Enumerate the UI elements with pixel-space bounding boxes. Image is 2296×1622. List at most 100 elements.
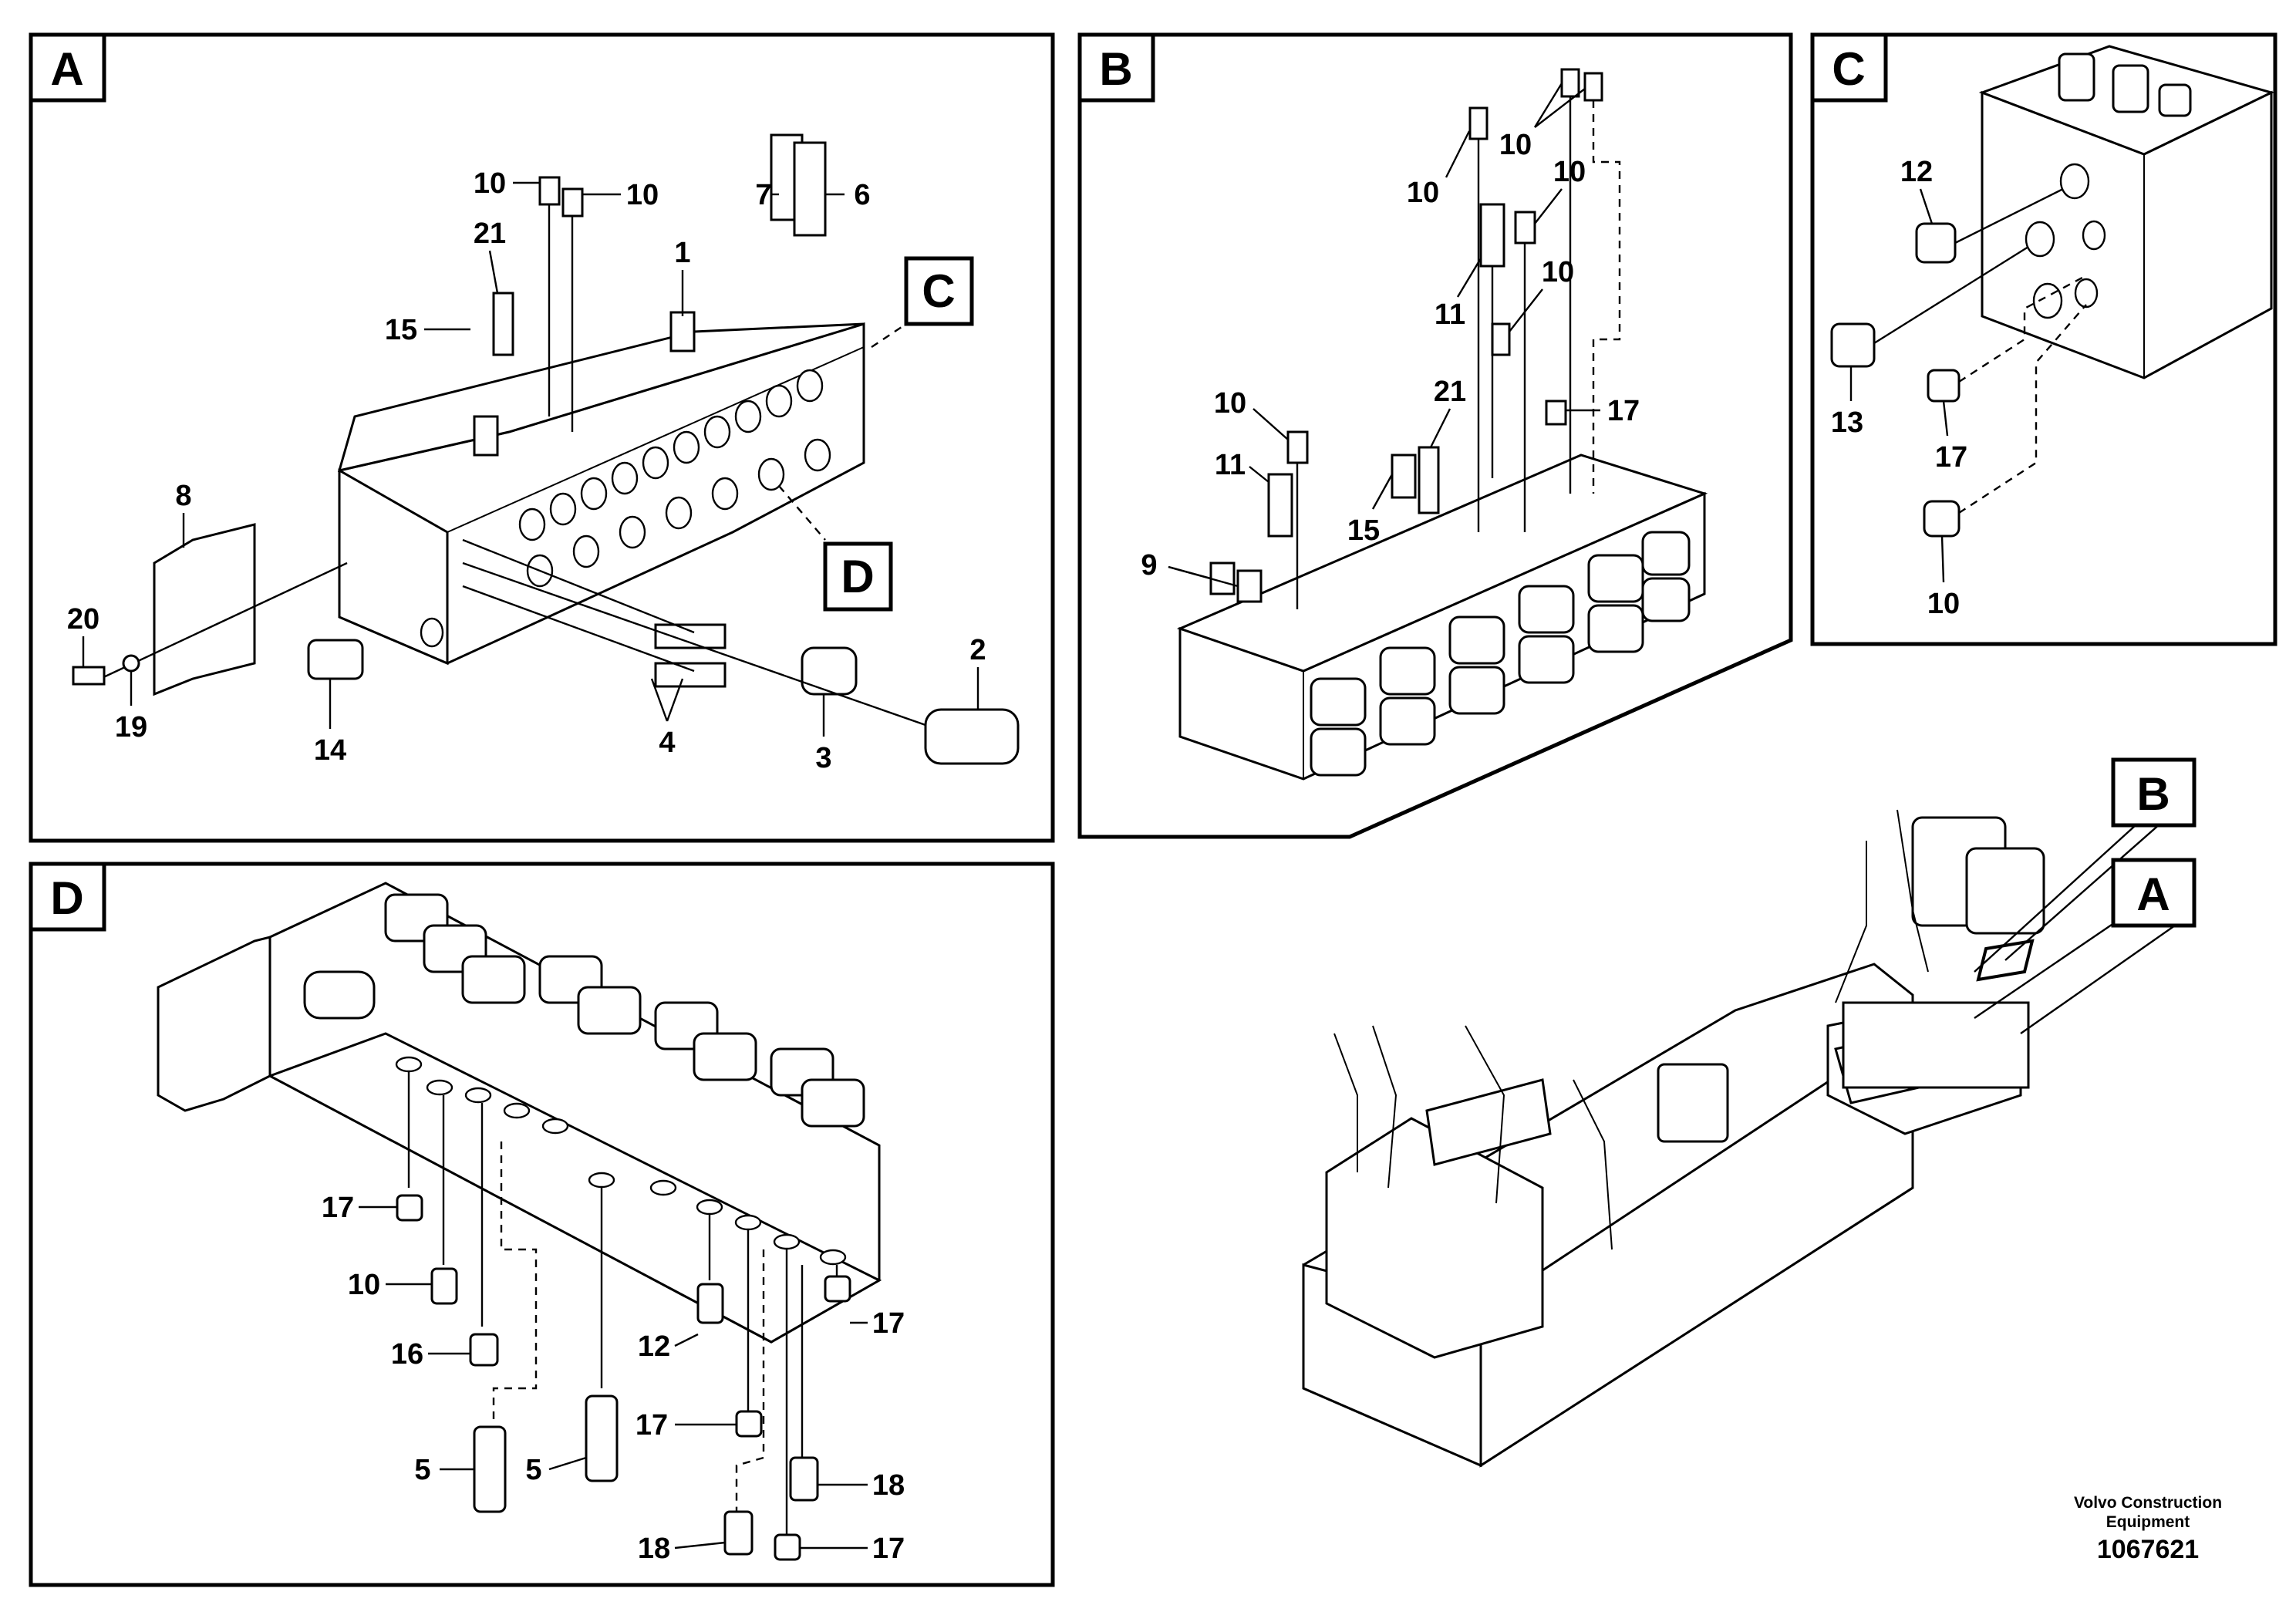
callout-b-10d: 10 bbox=[1542, 256, 1574, 288]
panel-b-fitting-10b1 bbox=[1560, 68, 1580, 98]
callout-6: 6 bbox=[854, 179, 870, 211]
panel-a-fitting-21 bbox=[492, 292, 514, 356]
callout-2: 2 bbox=[969, 634, 986, 666]
panel-a-solenoid-2 bbox=[924, 708, 1020, 765]
panel-b-letter-box bbox=[1077, 32, 1155, 103]
panel-d-fitting-18a bbox=[723, 1510, 754, 1556]
callout-3: 3 bbox=[815, 742, 831, 774]
panel-a-coil-3 bbox=[801, 646, 858, 696]
panel-a-bracket bbox=[153, 523, 256, 696]
callout-c-17: 17 bbox=[1935, 441, 1967, 474]
callout-20: 20 bbox=[67, 603, 99, 636]
callout-d-12: 12 bbox=[638, 1330, 670, 1363]
panel-b-letter: B bbox=[1099, 43, 1132, 95]
panel-d-letter: D bbox=[50, 872, 83, 924]
panel-d-plug-17a bbox=[396, 1194, 423, 1222]
panel-a-relief-valve-6 bbox=[793, 141, 827, 237]
panel-d-plug-17c bbox=[774, 1533, 801, 1561]
callout-10a: 10 bbox=[474, 167, 506, 200]
callout-d-5a: 5 bbox=[414, 1454, 430, 1486]
panel-b-elbow-9b bbox=[1236, 569, 1263, 603]
callout-d-17b: 17 bbox=[636, 1409, 668, 1442]
panel-a: A bbox=[29, 32, 1055, 843]
panel-b-fitting-10e bbox=[1286, 430, 1309, 464]
callout-b-15: 15 bbox=[1347, 514, 1380, 547]
panel-b-frame bbox=[1077, 32, 1793, 839]
callout-15: 15 bbox=[385, 314, 417, 346]
callout-b-10b: 10 bbox=[1499, 129, 1532, 161]
footer-brand-line1: Volvo Construction bbox=[2074, 1494, 2222, 1512]
panel-c-frame bbox=[1810, 32, 2277, 646]
panel-d-fitting-12 bbox=[696, 1283, 724, 1324]
panel-a-screw-20 bbox=[72, 666, 106, 686]
panel-a-ref-d: D bbox=[841, 551, 874, 602]
panel-a-ref-c: C bbox=[922, 265, 955, 317]
callout-b-10c: 10 bbox=[1553, 156, 1586, 188]
panel-a-elbow-14 bbox=[307, 639, 364, 680]
panel-d-fitting-18b bbox=[789, 1456, 819, 1502]
panel-b-fitting-10a bbox=[1468, 106, 1489, 140]
callout-d-17a: 17 bbox=[322, 1192, 354, 1224]
panel-c-valve-block bbox=[1978, 45, 2275, 379]
callout-8: 8 bbox=[175, 480, 191, 512]
footer: Volvo Construction Equipment 1067621 bbox=[2074, 1494, 2222, 1564]
callout-b-11b: 11 bbox=[1215, 449, 1246, 481]
callout-c-13: 13 bbox=[1831, 406, 1863, 439]
panel-b-tube-11b bbox=[1267, 473, 1293, 538]
panel-c-fitting-12 bbox=[1915, 222, 1957, 264]
overview-label-b-box bbox=[2111, 757, 2197, 828]
panel-b-elbow-9a bbox=[1209, 561, 1236, 595]
panel-a-frame bbox=[29, 32, 1055, 843]
panel-a-fitting-15 bbox=[473, 415, 499, 457]
panel-a-fitting-10b bbox=[561, 187, 584, 218]
panel-c-fitting-13 bbox=[1830, 322, 1876, 368]
callout-d-18b: 18 bbox=[872, 1469, 905, 1502]
panel-a-valve-block bbox=[337, 322, 865, 666]
panel-d: D bbox=[29, 862, 1055, 1587]
callout-b-9: 9 bbox=[1141, 549, 1157, 582]
callout-d-5b: 5 bbox=[525, 1454, 541, 1486]
callout-d-10: 10 bbox=[348, 1269, 380, 1301]
overview-label-a: A bbox=[2136, 868, 2170, 920]
panel-b-fitting-21 bbox=[1418, 446, 1440, 514]
panel-a-ref-c-box bbox=[904, 256, 974, 326]
callout-c-12: 12 bbox=[1900, 156, 1933, 188]
panel-c-letter: C bbox=[1832, 43, 1865, 95]
callout-b-11a: 11 bbox=[1435, 298, 1465, 331]
overview-label-b: B bbox=[2136, 768, 2170, 820]
callout-d-16: 16 bbox=[391, 1338, 423, 1371]
panel-d-cartridge-5a bbox=[473, 1425, 507, 1513]
panel-a-washer-19 bbox=[122, 654, 140, 673]
panel-b-solenoids bbox=[1310, 531, 1691, 777]
panel-a-connector-4a bbox=[654, 623, 727, 649]
panel-b-valve-block bbox=[1176, 454, 1708, 781]
panel-c: C 12 13 17 10 bbox=[1810, 32, 2277, 646]
footer-brand-line2: Equipment bbox=[2106, 1513, 2190, 1531]
overview-valve-block-highlight bbox=[1842, 1001, 2030, 1089]
panel-b-plug-17 bbox=[1545, 400, 1567, 426]
panel-c-plug-17 bbox=[1927, 369, 1961, 403]
callout-4: 4 bbox=[659, 727, 675, 759]
panel-b-tube-11a bbox=[1479, 203, 1505, 268]
panel-d-plug-16 bbox=[469, 1333, 499, 1367]
panel-a-plug-1 bbox=[669, 311, 696, 352]
callout-19: 19 bbox=[115, 711, 147, 744]
panel-a-connector-4b bbox=[654, 662, 727, 688]
panel-d-plug-17b bbox=[735, 1410, 763, 1438]
panel-d-frame bbox=[29, 862, 1055, 1587]
panel-c-letter-box bbox=[1810, 32, 1888, 103]
panel-b-fitting-10c bbox=[1514, 211, 1536, 244]
callout-10b: 10 bbox=[626, 179, 659, 211]
overview-label-a-box bbox=[2111, 858, 2197, 928]
callout-b-21: 21 bbox=[1434, 376, 1466, 408]
panel-d-fitting-10 bbox=[430, 1267, 458, 1305]
footer-figure-number: 1067621 bbox=[2097, 1535, 2199, 1564]
panel-a-ref-d-box bbox=[823, 541, 893, 612]
panel-d-plug-17d bbox=[824, 1275, 851, 1303]
panel-c-fitting-10 bbox=[1923, 500, 1961, 538]
panel-d-valve-block bbox=[157, 882, 882, 1344]
panel-b: B bbox=[1077, 32, 1793, 839]
callout-1: 1 bbox=[674, 237, 690, 269]
panel-d-cartridge-5b bbox=[585, 1394, 619, 1482]
